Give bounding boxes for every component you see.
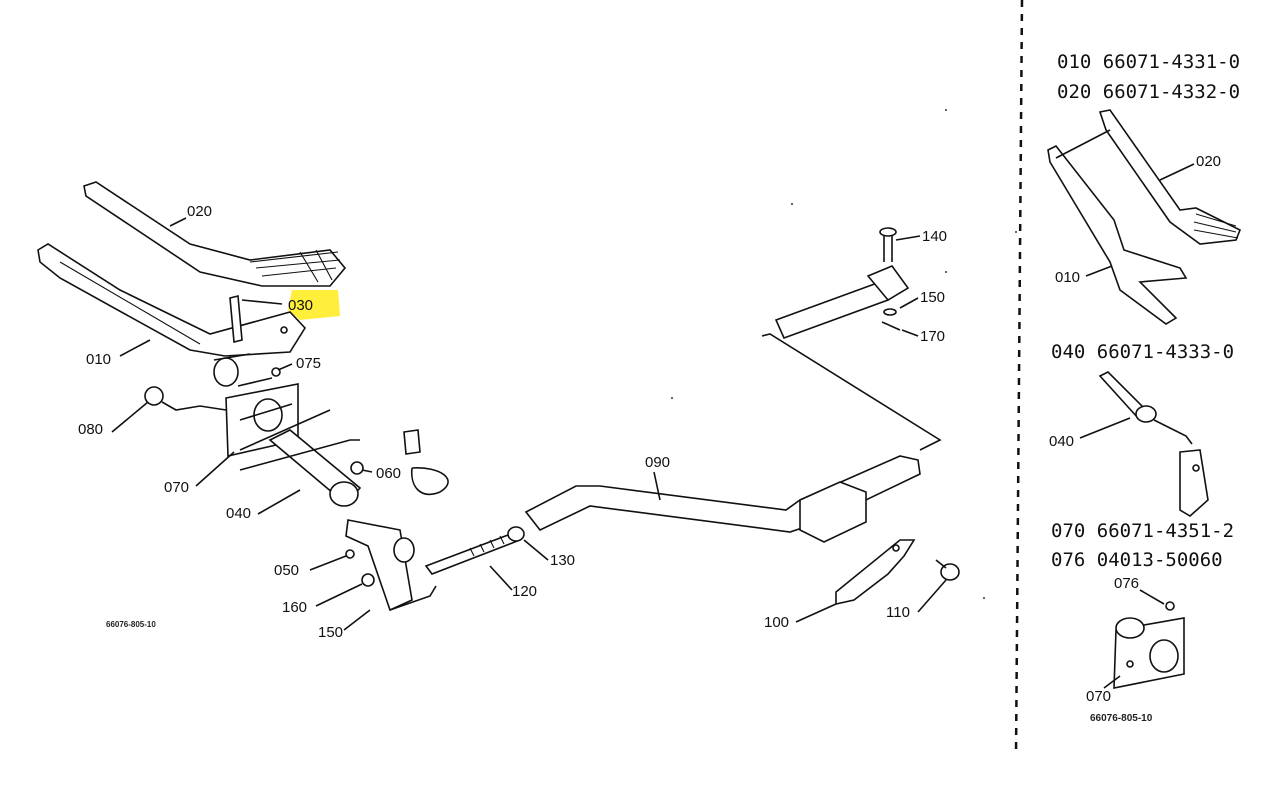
bolt-080 bbox=[144, 386, 227, 411]
sidebar-leader-070 bbox=[1103, 675, 1121, 689]
sidebar-leader-076 bbox=[1139, 589, 1165, 605]
sidebar-leader-010 bbox=[1085, 265, 1113, 277]
rod-120 bbox=[424, 530, 522, 575]
main-figure-code: 66076-805-10 bbox=[106, 620, 156, 629]
sidebar-leader-020 bbox=[1159, 163, 1195, 181]
shaft-040 bbox=[239, 409, 449, 507]
sidebar-callout-010: 010 bbox=[1055, 269, 1080, 286]
pedal-hub bbox=[213, 353, 273, 387]
cross-shaft-090 bbox=[524, 280, 942, 543]
part-number-040: 040 66071-4333-0 bbox=[1051, 341, 1234, 363]
callout-060: 060 bbox=[376, 465, 401, 482]
part-number-070: 070 66071-4351-2 bbox=[1051, 520, 1234, 542]
nut-060 bbox=[350, 461, 364, 475]
lever-bracket bbox=[345, 519, 437, 612]
part-number-076: 076 04013-50060 bbox=[1051, 549, 1223, 571]
callout-160: 160 bbox=[282, 599, 307, 616]
sidebar-callout-040: 040 bbox=[1049, 433, 1074, 450]
callout-140: 140 bbox=[922, 228, 947, 245]
part-number-020: 020 66071-4332-0 bbox=[1057, 81, 1240, 103]
dashed-separator bbox=[1014, 0, 1024, 756]
sidebar-shaft-drawing bbox=[1098, 371, 1209, 517]
callout-090: 090 bbox=[645, 454, 670, 471]
callout-150: 150 bbox=[318, 624, 343, 641]
callout-020: 020 bbox=[187, 203, 212, 220]
callout-070: 070 bbox=[164, 479, 189, 496]
sidebar-callout-020: 020 bbox=[1196, 153, 1221, 170]
plate-100 bbox=[835, 539, 916, 605]
sidebar-callout-076: 076 bbox=[1114, 575, 1139, 592]
yoke bbox=[866, 265, 910, 302]
callout-170: 170 bbox=[920, 328, 945, 345]
leader-lines bbox=[111, 218, 947, 631]
sidebar-bracket-drawing bbox=[1113, 601, 1185, 689]
sidebar-figure-code: 66076-805-10 bbox=[1090, 713, 1153, 724]
callout-150b: 150 bbox=[920, 289, 945, 306]
part-number-010: 010 66071-4331-0 bbox=[1057, 51, 1240, 73]
callout-130: 130 bbox=[550, 552, 575, 569]
bolt-110 bbox=[935, 559, 960, 581]
callout-080: 080 bbox=[78, 421, 103, 438]
pedal-arm-020 bbox=[83, 181, 347, 287]
pin-030 bbox=[229, 294, 243, 344]
callout-100: 100 bbox=[764, 614, 789, 631]
highlight-030 bbox=[288, 290, 340, 320]
callout-110: 110 bbox=[886, 604, 910, 621]
callout-075: 075 bbox=[296, 355, 321, 372]
sidebar-callout-070: 070 bbox=[1086, 688, 1111, 705]
callout-040: 040 bbox=[226, 505, 251, 522]
callout-010: 010 bbox=[86, 351, 111, 368]
pin-140 bbox=[879, 227, 897, 262]
callout-050: 050 bbox=[274, 562, 299, 579]
callout-120: 120 bbox=[512, 583, 537, 600]
clip-150-170 bbox=[881, 308, 901, 331]
collar-130 bbox=[507, 526, 525, 542]
scan-specks bbox=[671, 109, 1017, 599]
callout-030: 030 bbox=[288, 297, 313, 314]
sidebar-pedal-drawing bbox=[1047, 109, 1242, 325]
sidebar-leader-040 bbox=[1079, 417, 1131, 439]
